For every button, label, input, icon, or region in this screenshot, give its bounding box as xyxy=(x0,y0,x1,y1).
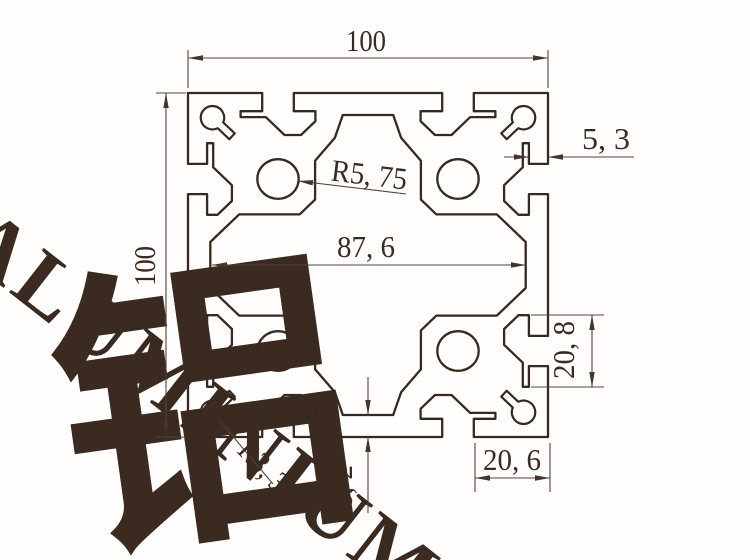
leader-line xyxy=(297,180,407,195)
dimension-lines-and-arrows xyxy=(156,50,634,513)
label-overall-width: 100 xyxy=(346,23,386,58)
corner-keyhole-slot xyxy=(500,104,537,141)
corner-keyhole-slot xyxy=(199,104,236,141)
core-hole-circle xyxy=(256,330,300,372)
dimension-arrowhead xyxy=(298,180,314,186)
label-overall-height: 100 xyxy=(127,246,162,286)
dimension-arrowhead xyxy=(365,437,371,452)
dimension-arrowhead xyxy=(188,55,203,61)
label-bottom-wall-thickness: 6, 2 xyxy=(324,465,359,509)
watermark-stamp-glyph: 铝 xyxy=(35,227,378,560)
dimension-arrowhead xyxy=(533,55,548,61)
dimension-arrowhead xyxy=(535,475,550,481)
label-slot-lip-depth: 5, 3 xyxy=(582,121,630,156)
dimension-arrowhead xyxy=(475,475,490,481)
dimension-arrowhead xyxy=(514,154,529,160)
dimension-arrowhead xyxy=(163,422,169,437)
profile-outline-path xyxy=(186,91,550,439)
corner-keyhole-slot xyxy=(199,389,236,426)
dimension-arrowhead xyxy=(163,93,169,108)
dimension-arrowhead xyxy=(365,400,371,415)
label-inner-width: 87, 6 xyxy=(337,229,395,264)
corner-keyhole-slot xyxy=(500,389,537,426)
dimension-arrowhead xyxy=(548,154,563,160)
label-core-hole-radius: R5, 75 xyxy=(329,153,409,197)
dimension-arrowhead xyxy=(511,262,526,268)
label-slot-cavity-height: 20, 8 xyxy=(546,321,581,379)
core-hole-circle xyxy=(436,330,480,372)
label-corner-block-width: 20, 6 xyxy=(483,442,541,477)
profile-geometry xyxy=(186,91,550,439)
core-hole-circle xyxy=(256,158,300,200)
dimension-arrowhead xyxy=(220,421,232,435)
dimension-arrowhead xyxy=(589,372,595,387)
dimension-arrowhead xyxy=(589,315,595,330)
core-hole-circle xyxy=(436,158,480,200)
dimension-arrowhead xyxy=(212,262,227,268)
